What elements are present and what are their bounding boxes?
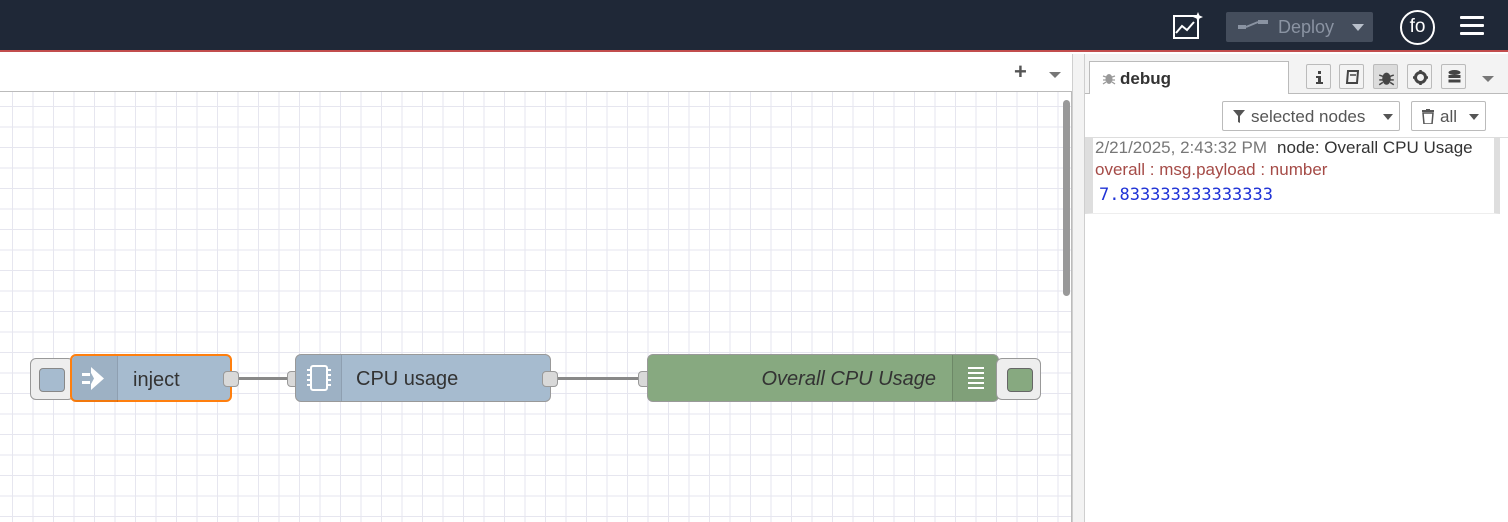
- wire-cpu-to-debug[interactable]: [556, 377, 644, 380]
- inject-output-port[interactable]: [223, 371, 239, 387]
- flow-canvas[interactable]: [0, 92, 1072, 522]
- wire-inject-to-cpu[interactable]: [238, 377, 292, 380]
- debug-message-meta: 2/21/2025, 2:43:32 PM node: Overall CPU U…: [1095, 138, 1473, 158]
- cpu-usage-node[interactable]: CPU usage: [295, 354, 551, 402]
- clear-messages-button[interactable]: all: [1411, 101, 1486, 131]
- tab-debug-label: debug: [1120, 69, 1171, 88]
- clear-label: all: [1440, 107, 1458, 126]
- chevron-down-icon: [1383, 114, 1393, 120]
- debug-list-icon: [952, 355, 998, 401]
- workspace-tab-bar: +: [0, 54, 1072, 92]
- flow-list-chevron-down-icon[interactable]: [1049, 72, 1061, 78]
- cpu-chip-icon: [296, 355, 342, 401]
- filter-nodes-button[interactable]: selected nodes: [1222, 101, 1400, 131]
- cpu-output-port[interactable]: [542, 371, 558, 387]
- inject-trigger-button[interactable]: [30, 358, 74, 400]
- debug-tab-button[interactable]: [1373, 64, 1398, 89]
- dashboard-chart-icon[interactable]: [1172, 11, 1204, 41]
- debug-message-value[interactable]: 7.833333333333333: [1099, 185, 1273, 205]
- debug-toolbar: selected nodes all: [1085, 94, 1508, 138]
- bug-icon: [1102, 74, 1116, 85]
- debug-message-node-link[interactable]: node: Overall CPU Usage: [1277, 138, 1473, 157]
- debug-toggle-button[interactable]: [996, 358, 1041, 400]
- inject-node-label: inject: [133, 369, 180, 391]
- debug-message[interactable]: 2/21/2025, 2:43:32 PM node: Overall CPU U…: [1085, 138, 1500, 214]
- book-icon: [1345, 70, 1360, 84]
- info-icon: [1316, 71, 1323, 84]
- database-icon: [1448, 70, 1461, 83]
- help-tab-button[interactable]: [1339, 64, 1364, 89]
- sidebar-tab-bar: debug: [1085, 54, 1508, 95]
- bug-icon: [1378, 72, 1395, 86]
- sidebar-more-chevron-down-icon[interactable]: [1482, 76, 1494, 82]
- filter-icon: [1233, 110, 1245, 123]
- debug-node[interactable]: Overall CPU Usage: [647, 354, 999, 402]
- trash-icon: [1422, 109, 1434, 124]
- gear-icon: [1413, 70, 1428, 85]
- inject-arrow-icon: [72, 356, 118, 402]
- inject-node[interactable]: inject: [70, 354, 232, 402]
- tab-debug[interactable]: debug: [1089, 61, 1289, 95]
- cpu-usage-node-label: CPU usage: [356, 368, 459, 390]
- sidebar: debug selected nodes all: [1085, 54, 1508, 522]
- debug-message-topic: overall : msg.payload : number: [1095, 160, 1328, 179]
- chevron-down-icon: [1469, 114, 1479, 120]
- add-flow-button[interactable]: +: [1014, 59, 1027, 84]
- debug-node-label: Overall CPU Usage: [761, 368, 936, 390]
- header-bar: Deploy fo: [0, 0, 1508, 52]
- menu-icon[interactable]: [1460, 16, 1484, 36]
- deploy-options-chevron-down-icon[interactable]: [1352, 24, 1364, 31]
- debug-message-timestamp: 2/21/2025, 2:43:32 PM: [1095, 138, 1268, 157]
- deploy-icon: [1238, 20, 1268, 29]
- canvas-scrollbar[interactable]: [1063, 100, 1070, 296]
- filter-label: selected nodes: [1251, 107, 1366, 126]
- sidebar-separator[interactable]: [1072, 54, 1085, 522]
- user-avatar[interactable]: fo: [1400, 10, 1435, 45]
- config-tab-button[interactable]: [1407, 64, 1432, 89]
- context-tab-button[interactable]: [1441, 64, 1466, 89]
- info-tab-button[interactable]: [1306, 64, 1331, 89]
- deploy-button[interactable]: Deploy: [1226, 12, 1373, 42]
- deploy-label: Deploy: [1278, 17, 1335, 37]
